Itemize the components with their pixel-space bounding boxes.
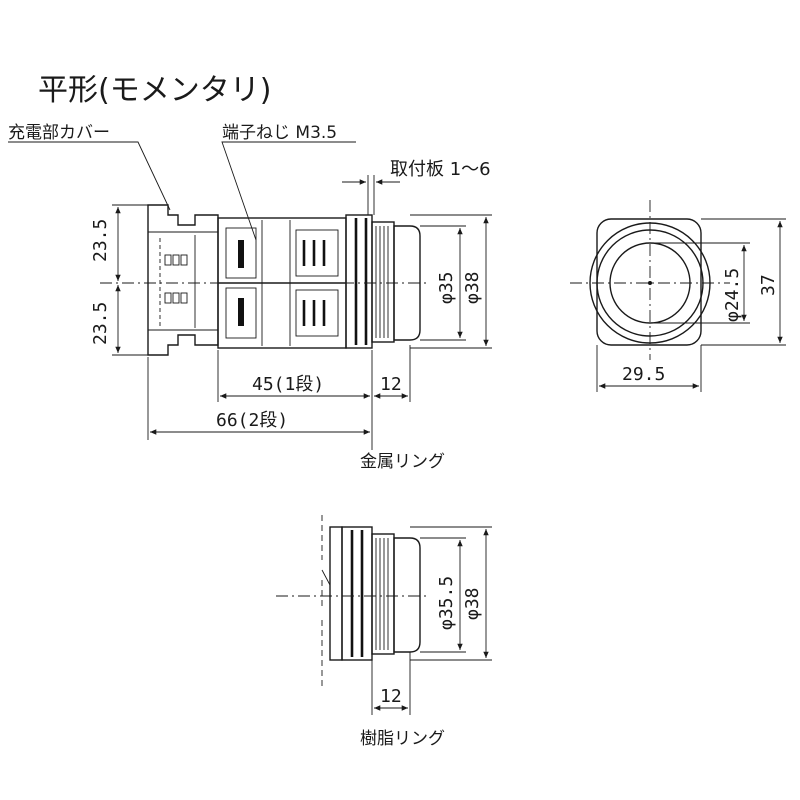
label-charging-cover: 充電部カバー [8,123,110,143]
dim-12: 12 [380,374,402,395]
dim-12-b: 12 [380,686,402,707]
side-view-metal-ring: 23.5 23.5 φ35 φ38 45(1段) 12 66(2段) 取付板 1… [8,123,492,472]
dim-d38-b: φ38 [462,587,483,620]
charging-cover [147,204,219,356]
dim-37: 37 [758,274,779,296]
label-resin-ring: 樹脂リング [360,729,445,749]
label-mount-plate: 取付板 1～6 [390,159,491,180]
drawing-title: 平形(モメンタリ) [38,73,271,108]
dim-d35: φ35 [436,271,457,304]
dim-d24-5: φ24.5 [722,268,743,322]
dim-d38: φ38 [462,271,483,304]
label-metal-ring: 金属リング [360,452,445,472]
dim-45: 45(1段) [252,374,324,395]
dim-height-lower: 23.5 [90,302,111,345]
button-cap [393,225,421,341]
side-view-resin-ring: φ35.5 φ38 12 樹脂リング [276,515,492,749]
dim-d35-5: φ35.5 [436,576,457,630]
metal-ring [371,221,395,343]
dim-66: 66(2段) [216,410,288,431]
dim-29-5: 29.5 [622,364,665,385]
mount-flange [345,214,373,349]
label-terminal-screw: 端子ねじ M3.5 [222,123,337,143]
front-view: φ24.5 37 29.5 [570,200,786,392]
dim-height-upper: 23.5 [90,219,111,262]
